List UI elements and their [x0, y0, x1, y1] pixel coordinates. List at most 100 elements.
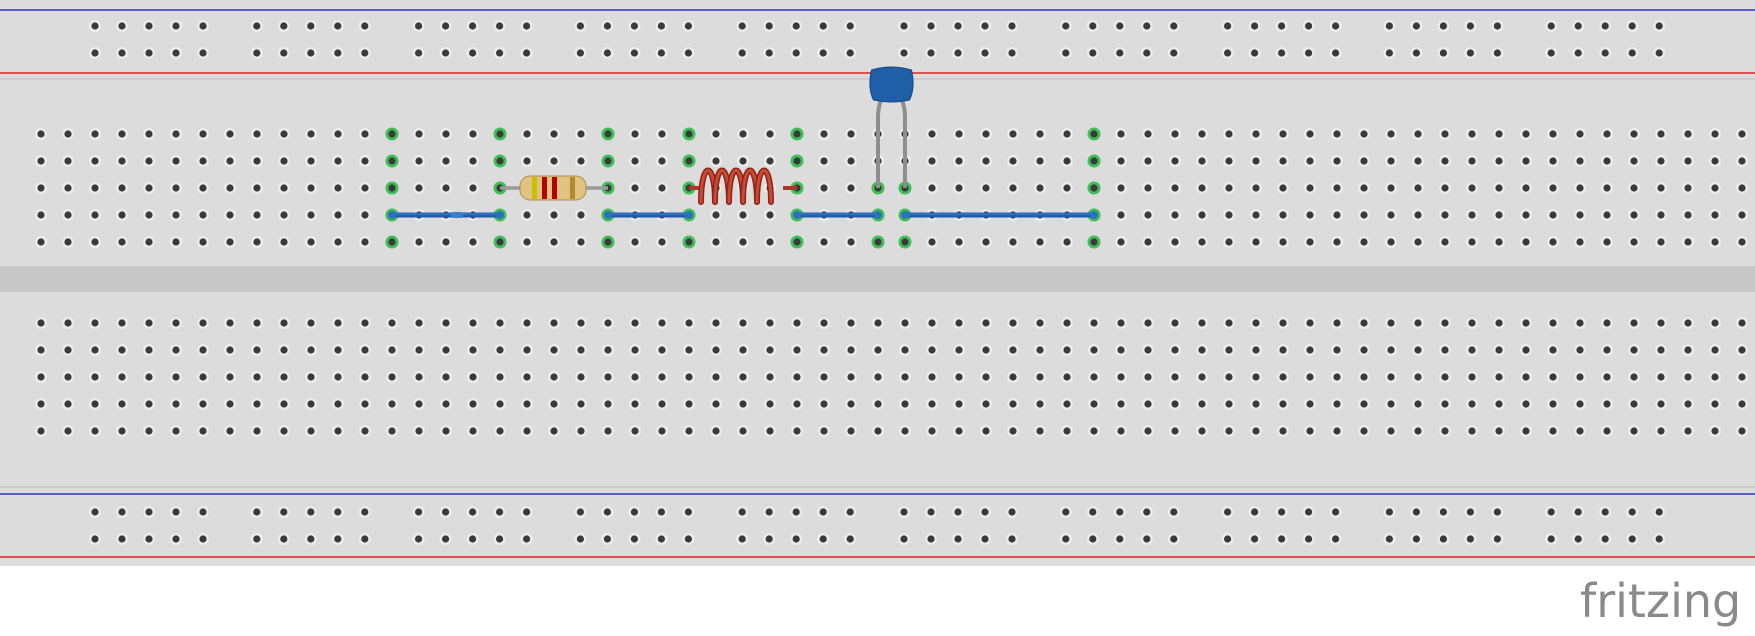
- breadboard-hole: [145, 373, 153, 381]
- breadboard-hole: [1225, 238, 1233, 246]
- breadboard-hole: [1170, 22, 1178, 30]
- breadboard-hole: [1495, 319, 1503, 327]
- breadboard-hole: [1630, 373, 1638, 381]
- breadboard-hole: [1738, 400, 1746, 408]
- breadboard-hole: [1252, 130, 1260, 138]
- breadboard-hole: [739, 373, 747, 381]
- breadboard-hole: [1252, 184, 1260, 192]
- breadboard-hole: [900, 22, 908, 30]
- breadboard-hole: [846, 49, 854, 57]
- breadboard-hole: [739, 157, 747, 165]
- breadboard-hole: [1549, 427, 1557, 435]
- breadboard-hole: [1090, 400, 1098, 408]
- breadboard-hole: [1063, 400, 1071, 408]
- breadboard-hole: [388, 427, 396, 435]
- breadboard-hole: [1628, 508, 1636, 516]
- breadboard-hole: [1225, 211, 1233, 219]
- breadboard-hole: [1549, 373, 1557, 381]
- breadboard-hole: [1655, 508, 1663, 516]
- breadboard-hole: [37, 238, 45, 246]
- breadboard-hole: [847, 427, 855, 435]
- breadboard-hole: [1116, 508, 1124, 516]
- breadboard-hole: [199, 346, 207, 354]
- breadboard-hole: [145, 400, 153, 408]
- breadboard-hole: [1117, 238, 1125, 246]
- breadboard-hole: [712, 373, 720, 381]
- breadboard-hole: [1009, 130, 1017, 138]
- breadboard-hole: [226, 373, 234, 381]
- breadboard-hole: [37, 373, 45, 381]
- wire-end: [874, 211, 882, 219]
- breadboard-hole: [1711, 319, 1719, 327]
- breadboard-holes: [35, 20, 1748, 545]
- breadboard-hole: [1549, 319, 1557, 327]
- breadboard-hole: [900, 535, 908, 543]
- breadboard-hole: [1279, 346, 1287, 354]
- breadboard-hole: [739, 319, 747, 327]
- breadboard-hole: [738, 535, 746, 543]
- breadboard-hole: [1036, 157, 1044, 165]
- breadboard-hole: [280, 319, 288, 327]
- breadboard-hole: [658, 184, 666, 192]
- breadboard-hole: [792, 22, 800, 30]
- breadboard-hole: [253, 427, 261, 435]
- breadboard-hole: [199, 238, 207, 246]
- breadboard-hole: [1711, 184, 1719, 192]
- breadboard-hole: [1251, 535, 1259, 543]
- breadboard-hole: [1225, 346, 1233, 354]
- breadboard-hole: [496, 22, 504, 30]
- breadboard-hole: [793, 346, 801, 354]
- breadboard-hole: [738, 22, 746, 30]
- breadboard-hole: [1332, 49, 1340, 57]
- breadboard-hole: [982, 157, 990, 165]
- breadboard-hole: [1495, 346, 1503, 354]
- breadboard-hole: [172, 211, 180, 219]
- breadboard-hole: [1547, 508, 1555, 516]
- breadboard-hole: [145, 22, 153, 30]
- breadboard-hole: [550, 130, 558, 138]
- breadboard-hole: [172, 130, 180, 138]
- breadboard-hole: [280, 22, 288, 30]
- breadboard-hole: [1441, 319, 1449, 327]
- breadboard-hole: [1144, 211, 1152, 219]
- breadboard-hole: [361, 427, 369, 435]
- breadboard-hole: [1468, 130, 1476, 138]
- breadboard-hole: [576, 22, 585, 30]
- breadboard-hole: [1279, 400, 1287, 408]
- breadboard-hole: [712, 346, 720, 354]
- resistor: [500, 175, 608, 201]
- breadboard-hole: [981, 22, 989, 30]
- breadboard-hole: [1657, 184, 1665, 192]
- breadboard-hole: [1252, 211, 1260, 219]
- breadboard-hole: [1493, 535, 1501, 543]
- breadboard-hole: [172, 400, 180, 408]
- breadboard-hole: [1711, 211, 1719, 219]
- breadboard-hole: [226, 400, 234, 408]
- breadboard-hole: [334, 508, 342, 516]
- breadboard-hole: [1252, 346, 1260, 354]
- breadboard-hole: [1576, 238, 1584, 246]
- breadboard-hole: [334, 427, 342, 435]
- breadboard-hole: [1224, 535, 1232, 543]
- breadboard-hole: [199, 400, 207, 408]
- breadboard-hole: [253, 22, 261, 30]
- breadboard-hole: [226, 157, 234, 165]
- breadboard-hole: [955, 427, 963, 435]
- breadboard-hole: [550, 157, 558, 165]
- breadboard-hole: [793, 130, 801, 138]
- breadboard-hole: [1333, 211, 1341, 219]
- breadboard-hole: [361, 184, 369, 192]
- breadboard-hole: [1090, 130, 1098, 138]
- breadboard-hole: [442, 49, 450, 57]
- breadboard-hole: [738, 49, 746, 57]
- breadboard-hole: [1522, 211, 1530, 219]
- breadboard-hole: [388, 130, 396, 138]
- breadboard-hole: [1603, 319, 1611, 327]
- breadboard-hole: [1738, 211, 1746, 219]
- breadboard-hole: [685, 346, 693, 354]
- breadboard-hole: [334, 400, 342, 408]
- breadboard-hole: [658, 157, 666, 165]
- breadboard-hole: [1711, 346, 1719, 354]
- breadboard-hole: [658, 319, 666, 327]
- breadboard-hole: [550, 400, 558, 408]
